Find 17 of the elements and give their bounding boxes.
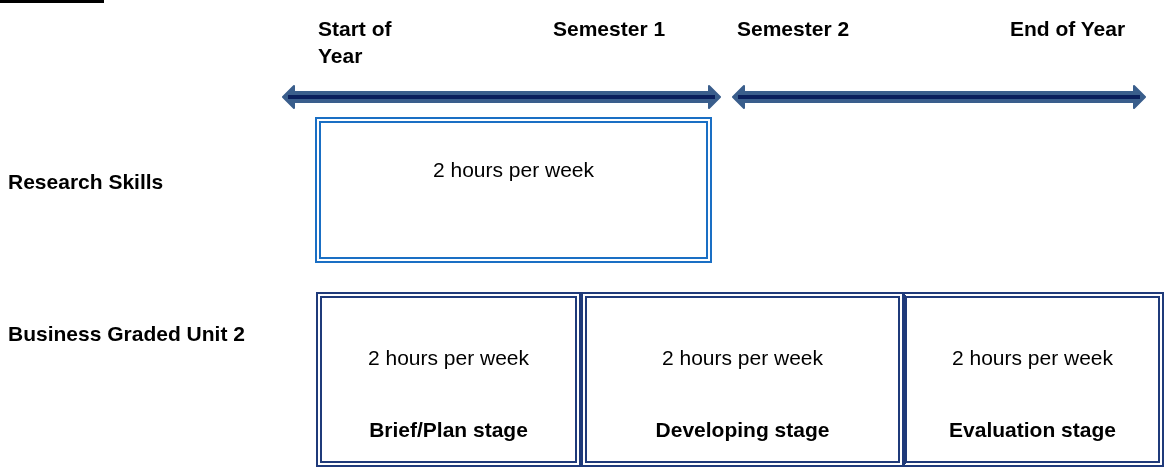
stage-title: Developing stage [654, 418, 831, 442]
timeline-label: Start of Year [318, 16, 393, 69]
row-label: Research Skills [8, 169, 165, 195]
stage-box [581, 292, 904, 467]
stage-title: Brief/Plan stage [368, 418, 529, 442]
timeline-label: Semester 1 [553, 16, 667, 42]
stage-box [904, 292, 1164, 467]
stage-box [316, 292, 581, 467]
schedule-box [315, 117, 712, 263]
hours-text: 2 hours per week [660, 346, 825, 370]
hours-text: 2 hours per week [950, 346, 1115, 370]
timeline-label: End of Year [1010, 16, 1127, 42]
stage-title: Evaluation stage [948, 418, 1117, 442]
hours-text: 2 hours per week [431, 158, 596, 182]
row-label: Business Graded Unit 2 [8, 321, 246, 347]
hours-text: 2 hours per week [366, 346, 531, 370]
timeline-label: Semester 2 [737, 16, 851, 42]
